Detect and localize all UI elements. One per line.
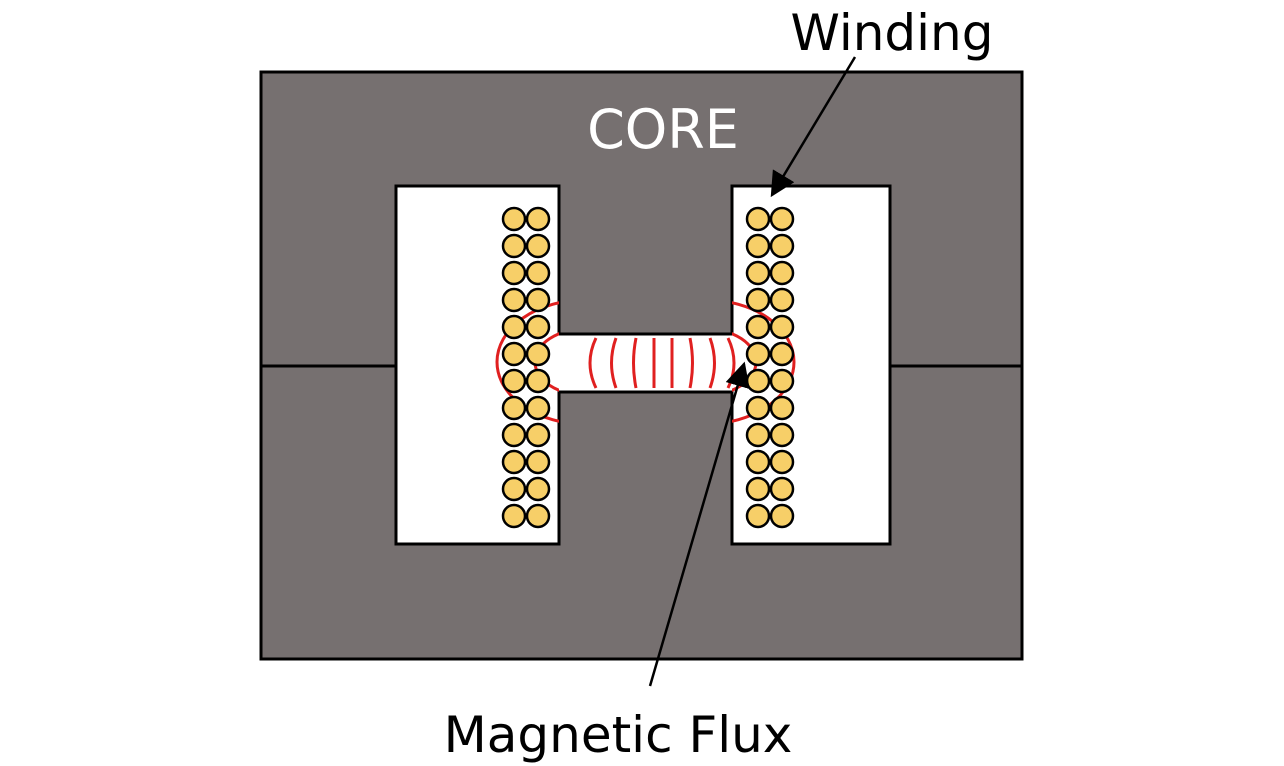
winding-turn-left [525, 314, 551, 340]
winding-right [745, 206, 795, 529]
winding-turn-right [769, 476, 795, 502]
winding-turn-right [769, 368, 795, 394]
winding-turn-right [769, 287, 795, 313]
flux-line [708, 337, 716, 389]
winding-turn-right [769, 503, 795, 529]
winding-turn-left [525, 233, 551, 259]
winding-turn-left [501, 503, 527, 529]
winding-turn-right [745, 368, 771, 394]
winding-turn-left [525, 503, 551, 529]
winding-turn-left [525, 206, 551, 232]
flux-loop-inner-left [533, 332, 559, 392]
winding-turn-right [745, 422, 771, 448]
winding-turn-right [745, 449, 771, 475]
winding-turn-right [769, 422, 795, 448]
core-label: CORE [587, 98, 739, 161]
winding-turn-left [501, 287, 527, 313]
winding-turn-left [501, 260, 527, 286]
winding-turn-right [769, 395, 795, 421]
winding-turn-right [769, 449, 795, 475]
winding-turn-right [769, 314, 795, 340]
winding-turn-right [769, 260, 795, 286]
winding-turn-right [745, 395, 771, 421]
flux-loop-outer-left [495, 301, 559, 423]
winding-label: Winding [791, 4, 994, 62]
winding-turn-left [525, 449, 551, 475]
winding-turn-left [501, 449, 527, 475]
winding-left [501, 206, 551, 529]
winding-turn-left [501, 206, 527, 232]
flux-line [610, 337, 618, 389]
winding-turn-right [769, 341, 795, 367]
flux-loop-outer-right [732, 301, 796, 423]
flux-line [688, 337, 694, 389]
winding-turn-left [501, 368, 527, 394]
winding-turn-right [745, 341, 771, 367]
winding-turn-left [525, 422, 551, 448]
winding-turn-left [525, 341, 551, 367]
winding-turn-right [745, 206, 771, 232]
winding-turn-right [745, 233, 771, 259]
winding-turn-left [501, 422, 527, 448]
flux-line [588, 337, 598, 389]
flux-line [632, 337, 638, 389]
winding-turn-left [525, 260, 551, 286]
winding-turn-left [525, 368, 551, 394]
winding-turn-right [745, 476, 771, 502]
winding-turn-right [769, 233, 795, 259]
winding-turn-right [745, 287, 771, 313]
winding-turn-left [525, 287, 551, 313]
winding-turn-right [769, 206, 795, 232]
flux-lines [588, 337, 736, 389]
winding-turn-left [525, 476, 551, 502]
winding-turn-left [501, 233, 527, 259]
magnetic-flux-label: Magnetic Flux [444, 706, 793, 764]
flux-line [726, 337, 736, 389]
winding-turn-right [745, 503, 771, 529]
winding-turn-left [525, 395, 551, 421]
winding-pointer [770, 56, 857, 198]
flux-pointer [648, 361, 750, 687]
winding-turn-right [745, 314, 771, 340]
winding-turn-left [501, 341, 527, 367]
winding-turn-right [745, 260, 771, 286]
winding-turn-left [501, 395, 527, 421]
winding-turn-left [501, 476, 527, 502]
winding-turn-left [501, 314, 527, 340]
